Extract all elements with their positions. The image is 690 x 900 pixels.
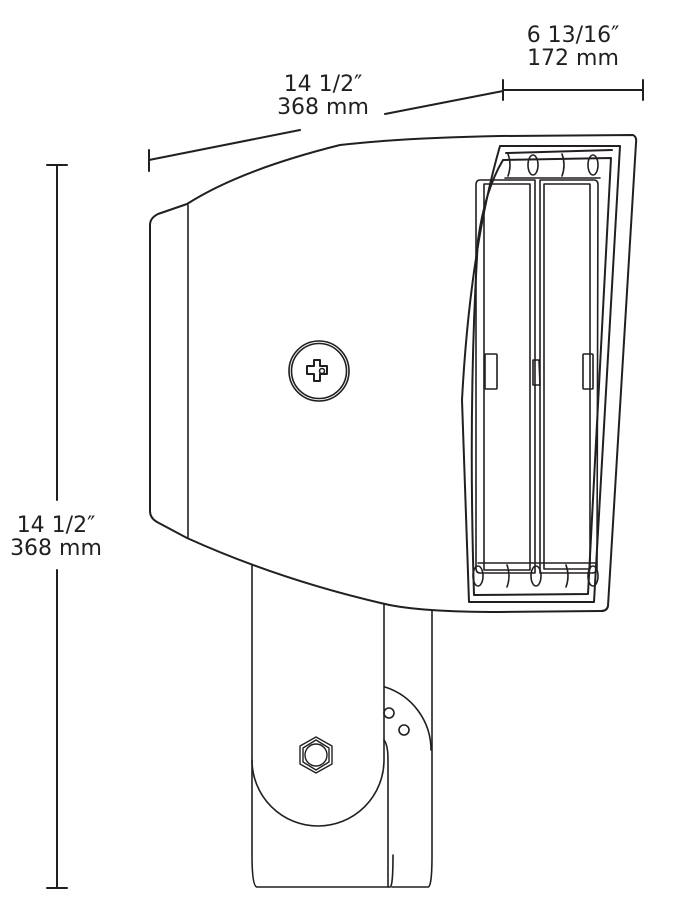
depth-metric: 172 mm [527, 46, 619, 71]
height-dimension-label: 14 1/2″ 368 mm [0, 514, 112, 560]
width-dimension-label: 14 1/2″ 368 mm [258, 73, 388, 119]
depth-imperial: 6 13/16″ [526, 23, 620, 48]
width-metric: 368 mm [277, 95, 369, 120]
phillips-screw [288, 340, 350, 402]
top-clips [504, 153, 601, 179]
height-metric: 368 mm [10, 536, 102, 561]
depth-dimension-line [384, 79, 644, 115]
led-module-left [475, 179, 536, 574]
hex-bolt [299, 736, 333, 774]
width-dimension-line [148, 129, 301, 172]
height-imperial: 14 1/2″ [16, 513, 96, 538]
front-lens-frame [461, 145, 621, 603]
width-imperial: 14 1/2″ [283, 72, 363, 97]
mounting-knuckle [251, 559, 433, 888]
housing [149, 134, 638, 613]
side-tabs [484, 353, 594, 390]
depth-dimension-label: 6 13/16″ 172 mm [498, 24, 648, 70]
height-dimension-line [46, 164, 68, 889]
bottom-clips [472, 562, 599, 588]
